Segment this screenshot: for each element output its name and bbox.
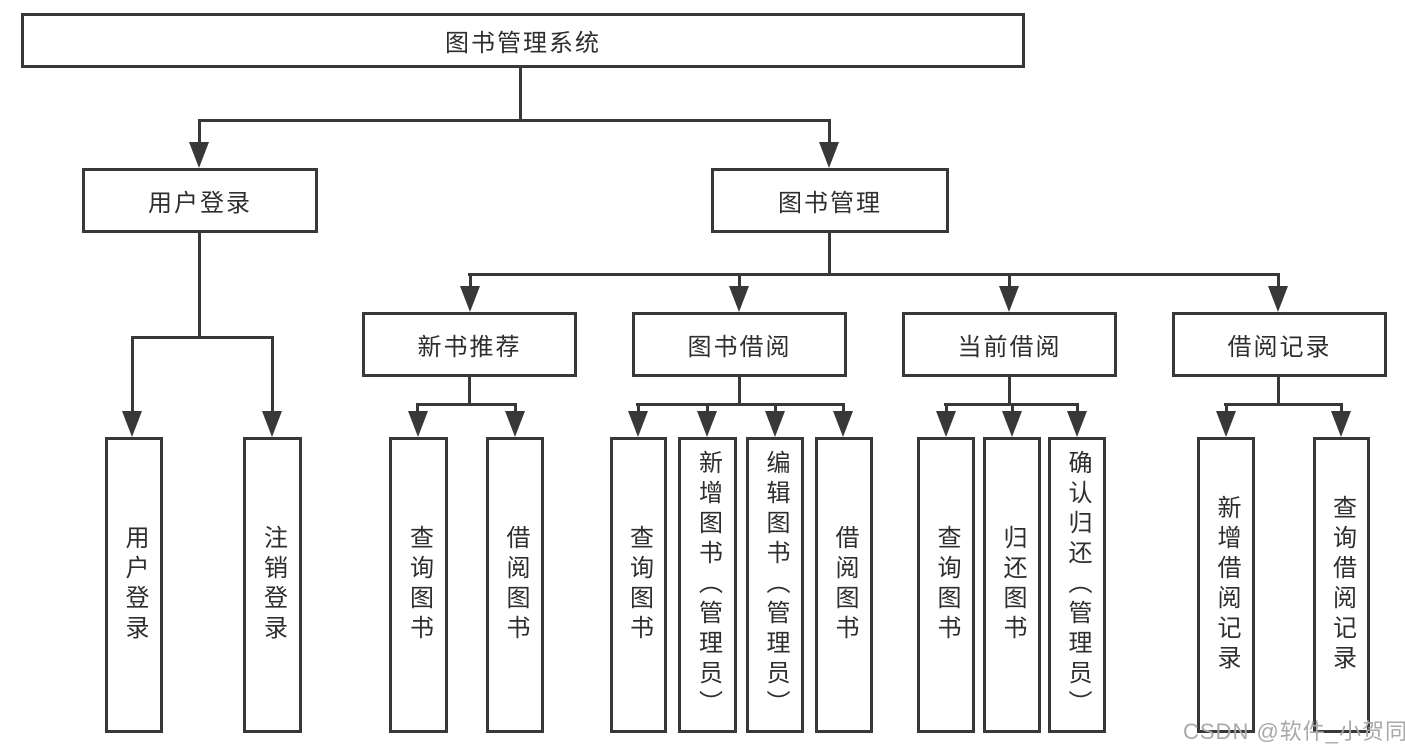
node-cb-confirm-label: 确认归还（管理员） [1064, 450, 1091, 720]
connector-line [706, 403, 709, 413]
connector-line [468, 377, 471, 403]
connector-line [1008, 273, 1011, 288]
arrowhead-down-icon [697, 411, 717, 437]
arrowhead-down-icon [1067, 411, 1087, 437]
connector-line [198, 119, 831, 122]
connector-line [1076, 403, 1079, 413]
connector-line [637, 403, 640, 413]
connector-line [131, 336, 134, 412]
node-ul-logout: 注销登录 [243, 437, 302, 733]
connector-line [416, 403, 517, 406]
connector-line [738, 273, 741, 288]
connector-line [198, 119, 201, 144]
arrowhead-down-icon [122, 411, 142, 437]
node-br-query: 查询借阅记录 [1313, 437, 1370, 733]
connector-line [1277, 273, 1280, 288]
csdn-watermark: CSDN @软件_小贺同学 [1183, 719, 1405, 744]
arrowhead-down-icon [819, 142, 839, 168]
node-bb-edit-label: 编辑图书（管理员） [762, 450, 789, 720]
node-borrow-records-label: 借阅记录 [1227, 334, 1332, 361]
node-book-borrow-label: 图书借阅 [687, 334, 792, 361]
node-book-borrow: 图书借阅 [632, 312, 847, 377]
arrowhead-down-icon [833, 411, 853, 437]
connector-line [1008, 377, 1011, 403]
node-bb-add-label: 新增图书（管理员） [694, 450, 722, 720]
connector-line [131, 336, 274, 339]
node-ul-logout-label: 注销登录 [259, 525, 287, 645]
node-new-books: 新书推荐 [362, 312, 577, 377]
connector-line [1340, 403, 1343, 413]
arrowhead-down-icon [408, 411, 428, 437]
node-new-books-label: 新书推荐 [417, 334, 522, 361]
arrowhead-down-icon [1216, 411, 1236, 437]
node-br-add: 新增借阅记录 [1197, 437, 1255, 733]
connector-line [1225, 403, 1228, 413]
node-cb-return-label: 归还图书 [999, 525, 1026, 645]
arrowhead-down-icon [628, 411, 648, 437]
node-root: 图书管理系统 [21, 13, 1025, 68]
connector-line [945, 403, 948, 413]
node-user-login: 用户登录 [82, 168, 318, 233]
node-user-login-label: 用户登录 [148, 190, 252, 217]
arrowhead-down-icon [505, 411, 525, 437]
node-ul-login: 用户登录 [105, 437, 163, 733]
arrowhead-down-icon [1002, 411, 1022, 437]
arrowhead-down-icon [460, 286, 480, 312]
node-current-borrow: 当前借阅 [902, 312, 1117, 377]
connector-line [1011, 403, 1014, 413]
node-cb-query: 查询图书 [917, 437, 975, 733]
connector-line [1224, 403, 1343, 406]
connector-line [198, 233, 201, 336]
arrowhead-down-icon [262, 411, 282, 437]
connector-line [469, 273, 472, 288]
node-borrow-records: 借阅记录 [1172, 312, 1387, 377]
node-bb-add: 新增图书（管理员） [678, 437, 737, 733]
node-nb-query: 查询图书 [389, 437, 448, 733]
arrowhead-down-icon [1268, 286, 1288, 312]
node-bb-query-label: 查询图书 [625, 525, 653, 645]
arrowhead-down-icon [1331, 411, 1351, 437]
connector-line [842, 403, 845, 413]
connector-line [1277, 377, 1280, 403]
node-nb-query-label: 查询图书 [405, 525, 433, 645]
arrowhead-down-icon [729, 286, 749, 312]
node-br-query-label: 查询借阅记录 [1328, 495, 1356, 675]
node-bb-borrow-label: 借阅图书 [831, 525, 858, 645]
arrowhead-down-icon [765, 411, 785, 437]
node-root-label: 图书管理系统 [445, 30, 601, 57]
node-ul-login-label: 用户登录 [121, 525, 148, 645]
node-cb-query-label: 查询图书 [933, 525, 960, 645]
node-book-mgmt-label: 图书管理 [778, 190, 882, 217]
connector-line [738, 377, 741, 403]
connector-line [774, 403, 777, 413]
node-nb-borrow-label: 借阅图书 [502, 525, 529, 645]
node-cb-return: 归还图书 [983, 437, 1041, 733]
connector-line [519, 68, 522, 119]
arrowhead-down-icon [189, 142, 209, 168]
node-nb-borrow: 借阅图书 [486, 437, 544, 733]
connector-line [416, 403, 419, 413]
node-bb-query: 查询图书 [610, 437, 667, 733]
connector-line [514, 403, 517, 413]
connector-line [271, 336, 274, 412]
node-bb-borrow: 借阅图书 [815, 437, 873, 733]
connector-line [828, 233, 831, 273]
node-book-mgmt: 图书管理 [711, 168, 949, 233]
node-bb-edit: 编辑图书（管理员） [746, 437, 804, 733]
arrowhead-down-icon [999, 286, 1019, 312]
arrowhead-down-icon [936, 411, 956, 437]
connector-line [828, 119, 831, 144]
connector-line [468, 273, 1280, 276]
connector-line [636, 403, 845, 406]
node-br-add-label: 新增借阅记录 [1213, 495, 1240, 675]
node-current-borrow-label: 当前借阅 [957, 334, 1062, 361]
node-cb-confirm: 确认归还（管理员） [1048, 437, 1106, 733]
